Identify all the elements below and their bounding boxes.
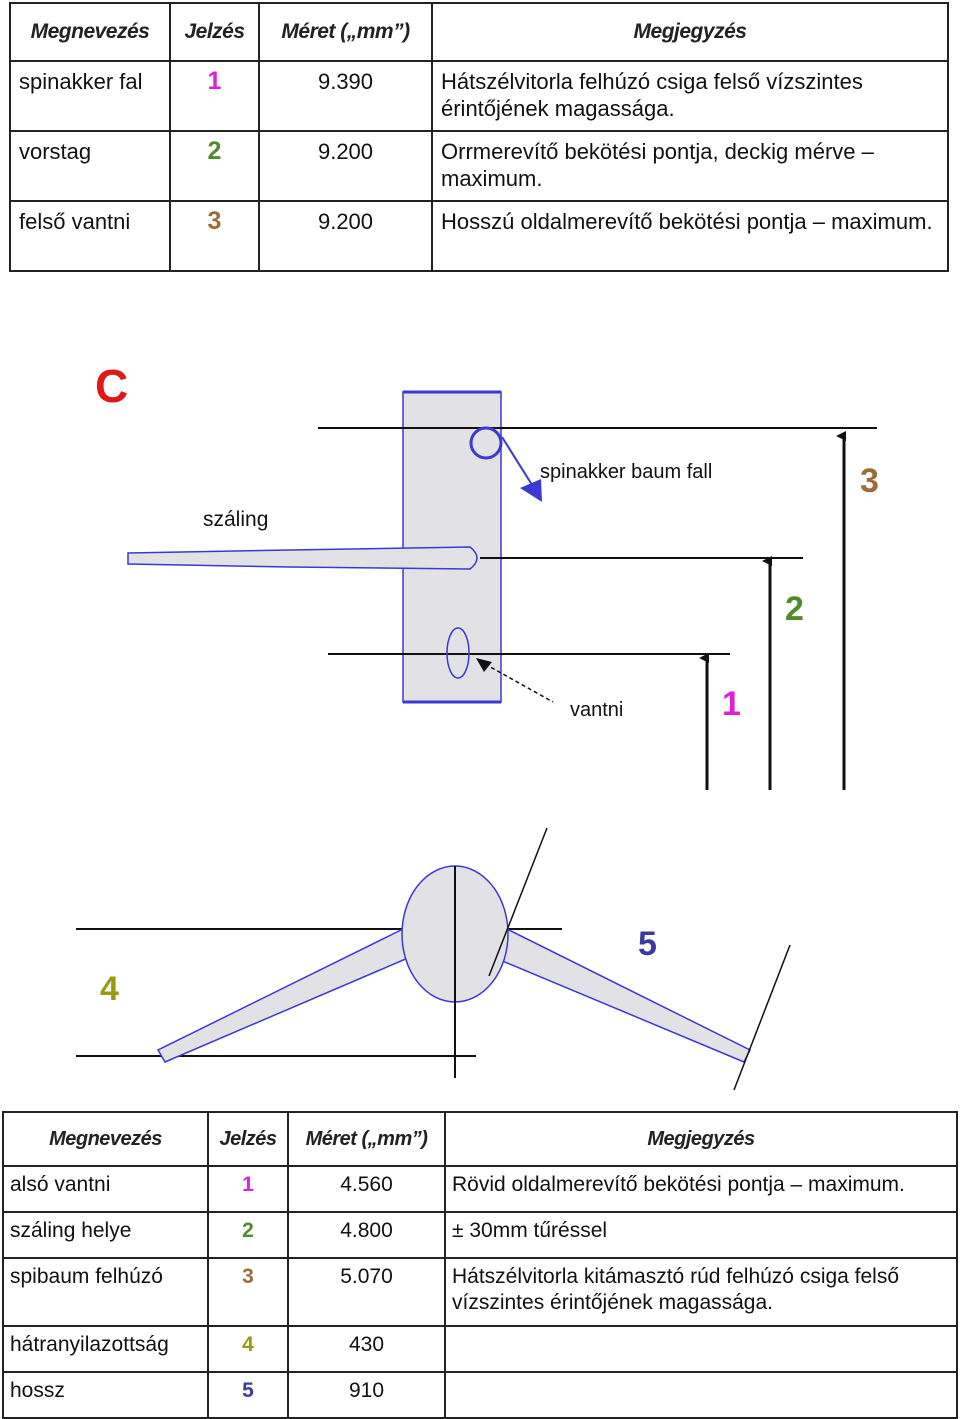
row-size: 9.200 [258,200,433,272]
row-size: 9.390 [258,60,433,132]
row-note [444,1371,958,1419]
spinnaker-pointer-arrow-icon [520,479,542,502]
row-name: spinakker fal [9,60,171,132]
table-header-row: Megnevezés Jelzés Méret („mm”) Megjegyzé… [9,2,949,62]
row-note: Orrmerevítő bekötési pontja, deckig mérv… [431,130,949,202]
table-row: spibaum felhúzó 3 5.070 Hátszélvitorla k… [2,1257,958,1327]
table-row: hossz 5 910 [2,1371,958,1419]
shroud-attachment-icon [446,627,470,679]
row-size: 430 [287,1325,446,1373]
top-view-mark-5: 5 [638,925,657,963]
table-row: vorstag 2 9.200 Orrmerevítő bekötési pon… [9,130,949,202]
table-row: száling helye 2 4.800 ± 30mm tűréssel [2,1211,958,1259]
header-mark: Jelzés [207,1111,289,1167]
section-letter: C [95,360,128,412]
row-size: 4.800 [287,1211,446,1259]
row-note: Hátszélvitorla kitámasztó rúd felhúzó cs… [444,1257,958,1327]
spreader-top-view [76,827,791,1091]
header-size: Méret („mm”) [258,2,433,62]
row-name: spibaum felhúzó [2,1257,209,1327]
row-name: felső vantni [9,200,171,272]
label-szaling: száling [203,508,268,531]
row-size: 9.200 [258,130,433,202]
row-note [444,1325,958,1373]
table-row: spinakker fal 1 9.390 Hátszélvitorla fel… [9,60,949,132]
top-spec-table: Megnevezés Jelzés Méret („mm”) Megjegyzé… [9,2,949,272]
spinnaker-sheave-icon [469,426,503,460]
header-note: Megjegyzés [444,1111,958,1167]
row-mark: 3 [207,1257,289,1327]
table-header-row: Megnevezés Jelzés Méret („mm”) Megjegyzé… [2,1111,958,1167]
row-name: alsó vantni [2,1165,209,1213]
vantni-pointer-arrow-icon [476,658,492,672]
header-name: Megnevezés [2,1111,209,1167]
row-mark: 2 [207,1211,289,1259]
row-mark: 1 [207,1165,289,1213]
row-name: száling helye [2,1211,209,1259]
spreader-side-view [127,546,478,570]
row-name: vorstag [9,130,171,202]
table-row: felső vantni 3 9.200 Hosszú oldalmerevít… [9,200,949,272]
row-note: Rövid oldalmerevítő bekötési pontja – ma… [444,1165,958,1213]
row-note: Hosszú oldalmerevítő bekötési pontja – m… [431,200,949,272]
label-spinakker: spinakker baum fall [540,461,712,483]
label-vantni: vantni [570,699,623,721]
row-mark: 5 [207,1371,289,1419]
row-mark: 3 [169,200,260,272]
row-size: 5.070 [287,1257,446,1327]
row-size: 910 [287,1371,446,1419]
row-note: ± 30mm tűréssel [444,1211,958,1259]
row-mark: 4 [207,1325,289,1373]
top-view-mark-4: 4 [100,970,119,1008]
bottom-spec-table: Megnevezés Jelzés Méret („mm”) Megjegyzé… [2,1111,958,1419]
mast-diagram: C spinakker baum fall száling vantni 1 2… [76,360,879,1091]
header-name: Megnevezés [9,2,171,62]
table-row: alsó vantni 1 4.560 Rövid oldalmerevítő … [2,1165,958,1213]
row-name: hátranyilazottság [2,1325,209,1373]
header-mark: Jelzés [169,2,260,62]
row-mark: 2 [169,130,260,202]
arrow-mark-2: 2 [785,590,804,628]
row-note: Hátszélvitorla felhúzó csiga felső vízsz… [431,60,949,132]
row-name: hossz [2,1371,209,1419]
header-note: Megjegyzés [431,2,949,62]
arrow-mark-3: 3 [860,462,879,500]
table-row: hátranyilazottság 4 430 [2,1325,958,1373]
arrow-mark-1: 1 [722,685,741,723]
row-mark: 1 [169,60,260,132]
header-size: Méret („mm”) [287,1111,446,1167]
row-size: 4.560 [287,1165,446,1213]
